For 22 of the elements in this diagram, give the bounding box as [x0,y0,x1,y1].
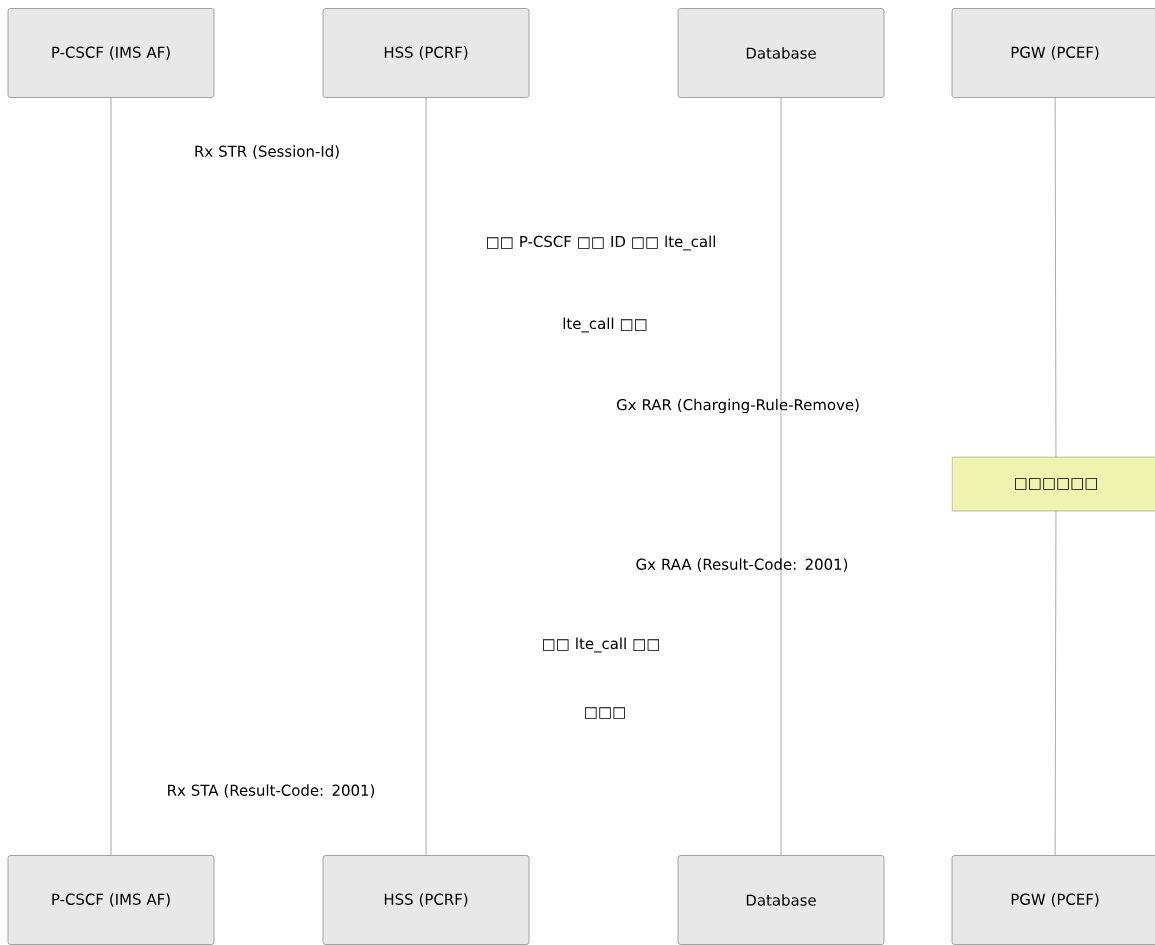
message-label: lte_call □□ [563,317,647,333]
participant-box: Database [677,8,885,98]
message-label: □□ lte_call □□ [543,637,659,653]
participant-box: HSS (PCRF) [322,8,530,98]
lifeline [425,97,427,856]
participant-box: PGW (PCEF) [951,8,1155,98]
participant-box: P-CSCF (IMS AF) [7,8,215,98]
lifeline [780,97,782,856]
lifeline [1054,97,1057,458]
participant-box: HSS (PCRF) [322,855,530,945]
participant-box: P-CSCF (IMS AF) [7,855,215,945]
message-label: Gx RAA (Result-Code: 2001) [636,558,848,572]
message-label: Gx RAR (Charging-Rule-Remove) [616,398,859,414]
lifeline [1054,510,1057,856]
message-label: Rx STR (Session-Id) [195,145,339,159]
note-box: □□□□□□ [951,456,1155,512]
message-label: □□□ [585,707,625,719]
message-label: □□ P-CSCF □□ ID □□ lte_call [487,235,715,251]
message-label: Rx STA (Result-Code: 2001) [168,784,375,798]
lifeline [110,97,112,856]
participant-box: PGW (PCEF) [951,855,1155,945]
participant-box: Database [677,855,885,945]
